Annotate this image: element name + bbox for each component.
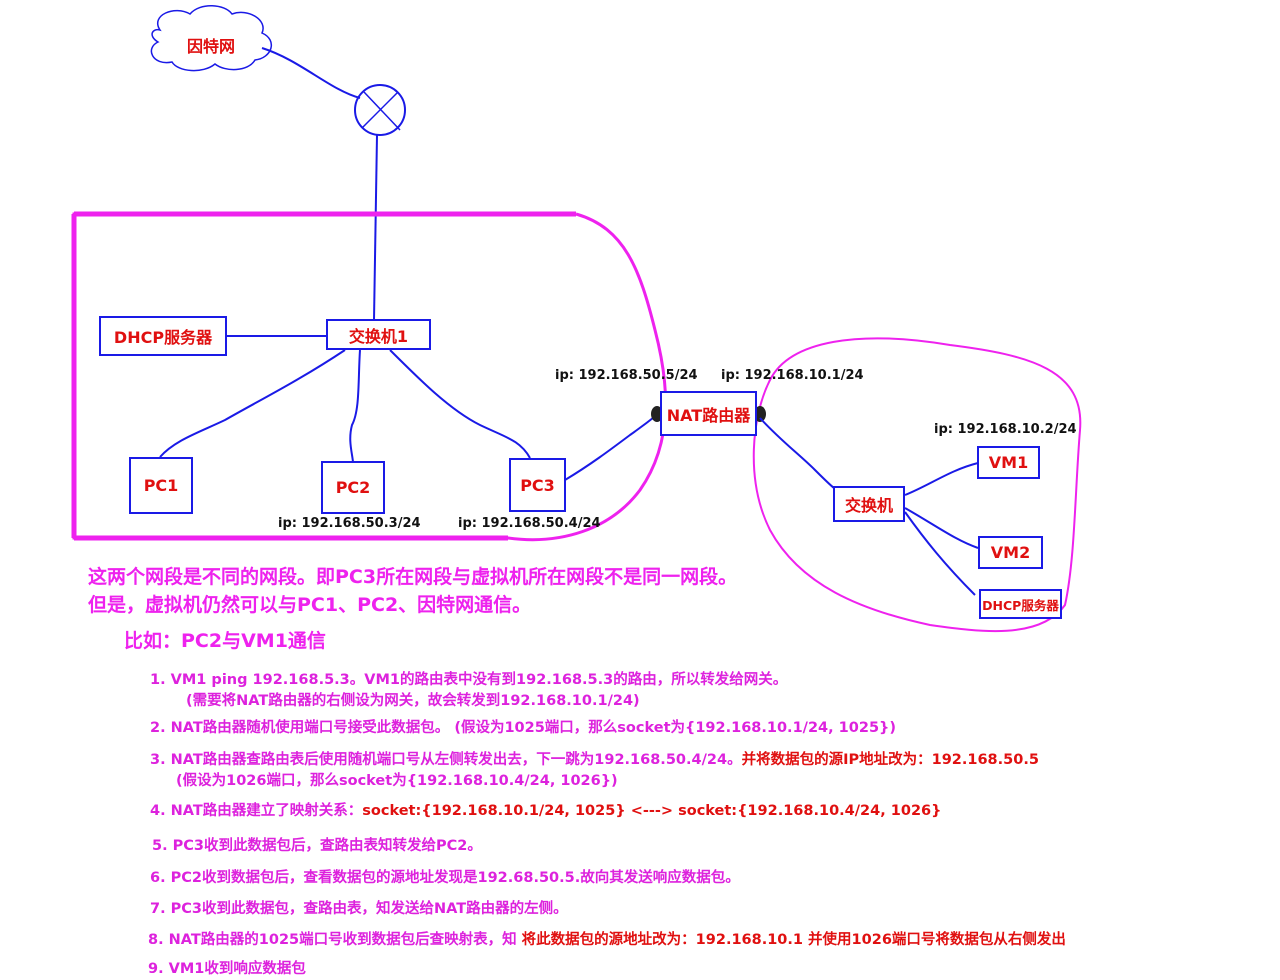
dhcp-server-left-label: DHCP服务器: [113, 328, 213, 347]
switch2-vm2-link: [904, 507, 979, 549]
note-line-1: 这两个网段是不同的网段。即PC3所在网段与虚拟机所在网段不是同一网段。: [88, 566, 738, 588]
dhcp-server-right: DHCP服务器: [979, 589, 1062, 619]
vm2-label: VM2: [990, 543, 1031, 562]
switch2-label: 交换机: [844, 496, 893, 515]
step-6: 6. PC2收到数据包后，查看数据包的源地址发现是192.68.50.5.故向其…: [150, 870, 740, 886]
example-heading: 比如：PC2与VM1通信: [124, 630, 326, 652]
internet-cloud: [150, 5, 273, 72]
pc3-label: PC3: [520, 475, 555, 495]
nat-right-port: [754, 406, 766, 422]
upstream-router-icon: [354, 84, 406, 136]
vm1-node: VM1: [977, 446, 1040, 479]
vm1-ip: ip: 192.168.10.2/24: [934, 422, 1077, 437]
step-8-part-b: 将此数据包的源地址改为：192.168.10.1 并使用1026端口号将数据包从…: [521, 932, 1066, 948]
vm2-node: VM2: [978, 536, 1043, 569]
pc2-node: PC2: [321, 461, 385, 514]
internet-label: 因特网: [187, 37, 236, 56]
step-4-part-a: 4. NAT路由器建立了映射关系：: [150, 803, 363, 819]
step-2: 2. NAT路由器随机使用端口号接受此数据包。 (假设为1025端口，那么soc…: [150, 720, 896, 736]
step-8: 8. NAT路由器的1025端口号收到数据包后查映射表，知 将此数据包的源地址改…: [148, 928, 1066, 949]
step-3-note: (假设为1026端口，那么socket为{192.168.10.4/24, 10…: [176, 773, 618, 789]
step-3-part-b: 并将数据包的源IP地址改为：192.168.50.5: [741, 752, 1039, 768]
pc1-label: PC1: [143, 476, 179, 495]
step-8-part-a: 8. NAT路由器的1025端口号收到数据包后查映射表，知: [148, 932, 522, 948]
step-3: 3. NAT路由器查路由表后使用随机端口号从左侧转发出去，下一跳为192.168…: [150, 748, 1039, 769]
step-3-part-a: 3. NAT路由器查路由表后使用随机端口号从左侧转发出去，下一跳为192.168…: [150, 752, 742, 768]
switch1-node: 交换机1: [326, 319, 431, 350]
nat-switch2-link: [759, 417, 835, 489]
pc2-label: PC2: [335, 478, 371, 497]
nat-router-node: NAT路由器: [660, 391, 757, 436]
nat-router-label: NAT路由器: [666, 405, 751, 425]
switch1-label: 交换机1: [348, 326, 409, 346]
switch2-vm1-link: [904, 462, 979, 496]
nat-left-ip: ip: 192.168.50.5/24: [555, 368, 698, 383]
step-4-part-b: socket:{192.168.10.1/24, 1025} <---> soc…: [362, 803, 942, 819]
pc3-nat-link: [564, 413, 659, 481]
pc2-ip: ip: 192.168.50.3/24: [278, 516, 421, 531]
switch1-pc2-link: [349, 349, 361, 463]
pc3-ip: ip: 192.168.50.4/24: [458, 516, 601, 531]
step-9: 9. VM1收到响应数据包: [148, 961, 306, 977]
switch1-pc3-link: [389, 349, 531, 459]
note-line-2: 但是，虚拟机仍然可以与PC1、PC2、因特网通信。: [88, 594, 532, 616]
step-7: 7. PC3收到此数据包，查路由表，知发送给NAT路由器的左侧。: [150, 901, 568, 917]
step-4: 4. NAT路由器建立了映射关系：socket:{192.168.10.1/24…: [150, 799, 941, 820]
step-1: 1. VM1 ping 192.168.5.3。VM1的路由表中没有到192.1…: [150, 672, 788, 688]
step-1-note: (需要将NAT路由器的右侧设为网关，故会转发到192.168.10.1/24): [186, 693, 640, 709]
vm1-label: VM1: [988, 453, 1029, 472]
dhcp-server-left: DHCP服务器: [99, 316, 227, 356]
nat-right-ip: ip: 192.168.10.1/24: [721, 368, 864, 383]
switch2-dhcp-link: [904, 511, 976, 596]
switch1-pc1-link: [159, 349, 346, 458]
switch2-node: 交换机: [833, 486, 905, 522]
internet-router-link: [261, 47, 361, 99]
right-network-boundary: [752, 337, 1082, 633]
pc3-node: PC3: [509, 458, 566, 512]
router-switch1-link: [373, 134, 378, 321]
step-5: 5. PC3收到此数据包后，查路由表知转发给PC2。: [152, 838, 482, 854]
dhcp-server-right-label: DHCP服务器: [982, 597, 1059, 613]
pc1-node: PC1: [129, 457, 193, 514]
